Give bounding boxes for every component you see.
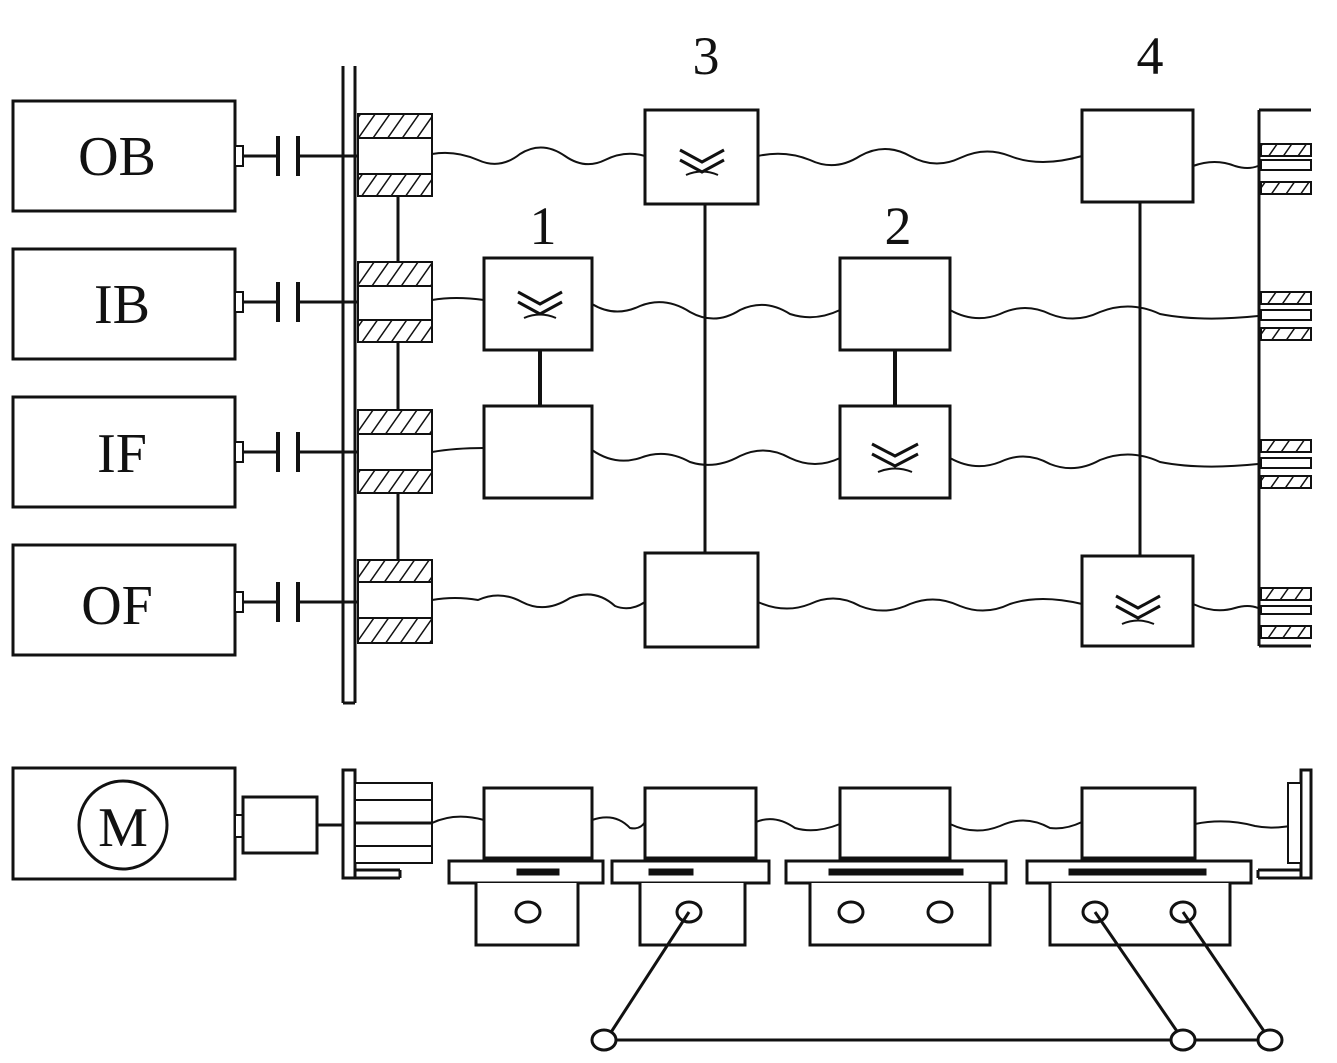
drive-label-of: OF [81,575,153,637]
drive-label-if: IF [97,423,147,485]
shaft-ob [431,146,646,166]
bearing-right-ob [1260,143,1312,195]
right-frame [1257,108,1311,648]
carriage-4 [1025,786,1253,947]
bearing-left-if [357,409,433,494]
drive-box-of: OF [11,543,237,657]
bottom-shaft [431,815,1301,832]
shaft-if [431,447,485,453]
unit-2-bottom [838,404,952,500]
gearbox [234,795,346,855]
carriage-3 [784,786,1008,947]
linkage [590,911,1284,1052]
drive-box-ib: IB [11,247,237,361]
unit-number-1: 1 [530,196,557,256]
unit-2-top [838,256,952,352]
shaft-ib [431,297,485,301]
bottom-right-support [1256,768,1313,880]
carriage-2 [610,786,771,947]
unit-4-bottom [1080,554,1195,648]
bearing-right-of [1260,587,1312,639]
coupling-if [234,432,360,472]
coupling-ob [234,136,360,176]
coupling-ib [234,282,360,322]
motor-box: M [11,766,237,881]
unit-4-top [1080,108,1195,204]
bearing-left-ob [357,113,433,197]
motor-label: M [98,797,148,859]
shaft-of [431,593,646,610]
bearing-left-of [357,559,433,644]
unit-3-bottom [643,551,760,649]
drive-label-ib: IB [94,274,150,336]
motor-symbol [77,779,169,871]
shafts [431,146,1259,612]
carriage-1 [447,786,605,947]
drive-box-ob: OB [11,99,237,213]
drive-box-if: IF [11,395,237,509]
bearing-right-if [1260,439,1312,489]
left-frame [341,66,400,705]
unit-number-4: 4 [1137,26,1164,86]
unit-number-2: 2 [885,196,912,256]
unit-1-top [482,256,594,352]
coupling-of [234,582,360,622]
bearing-left-ib [357,261,433,343]
bottom-left-support [341,768,433,880]
unit-1-bottom [482,404,594,500]
drive-label-ob: OB [78,126,156,188]
unit-3-top [643,108,760,206]
unit-number-3: 3 [693,26,720,86]
bearing-right-ib [1260,291,1312,341]
